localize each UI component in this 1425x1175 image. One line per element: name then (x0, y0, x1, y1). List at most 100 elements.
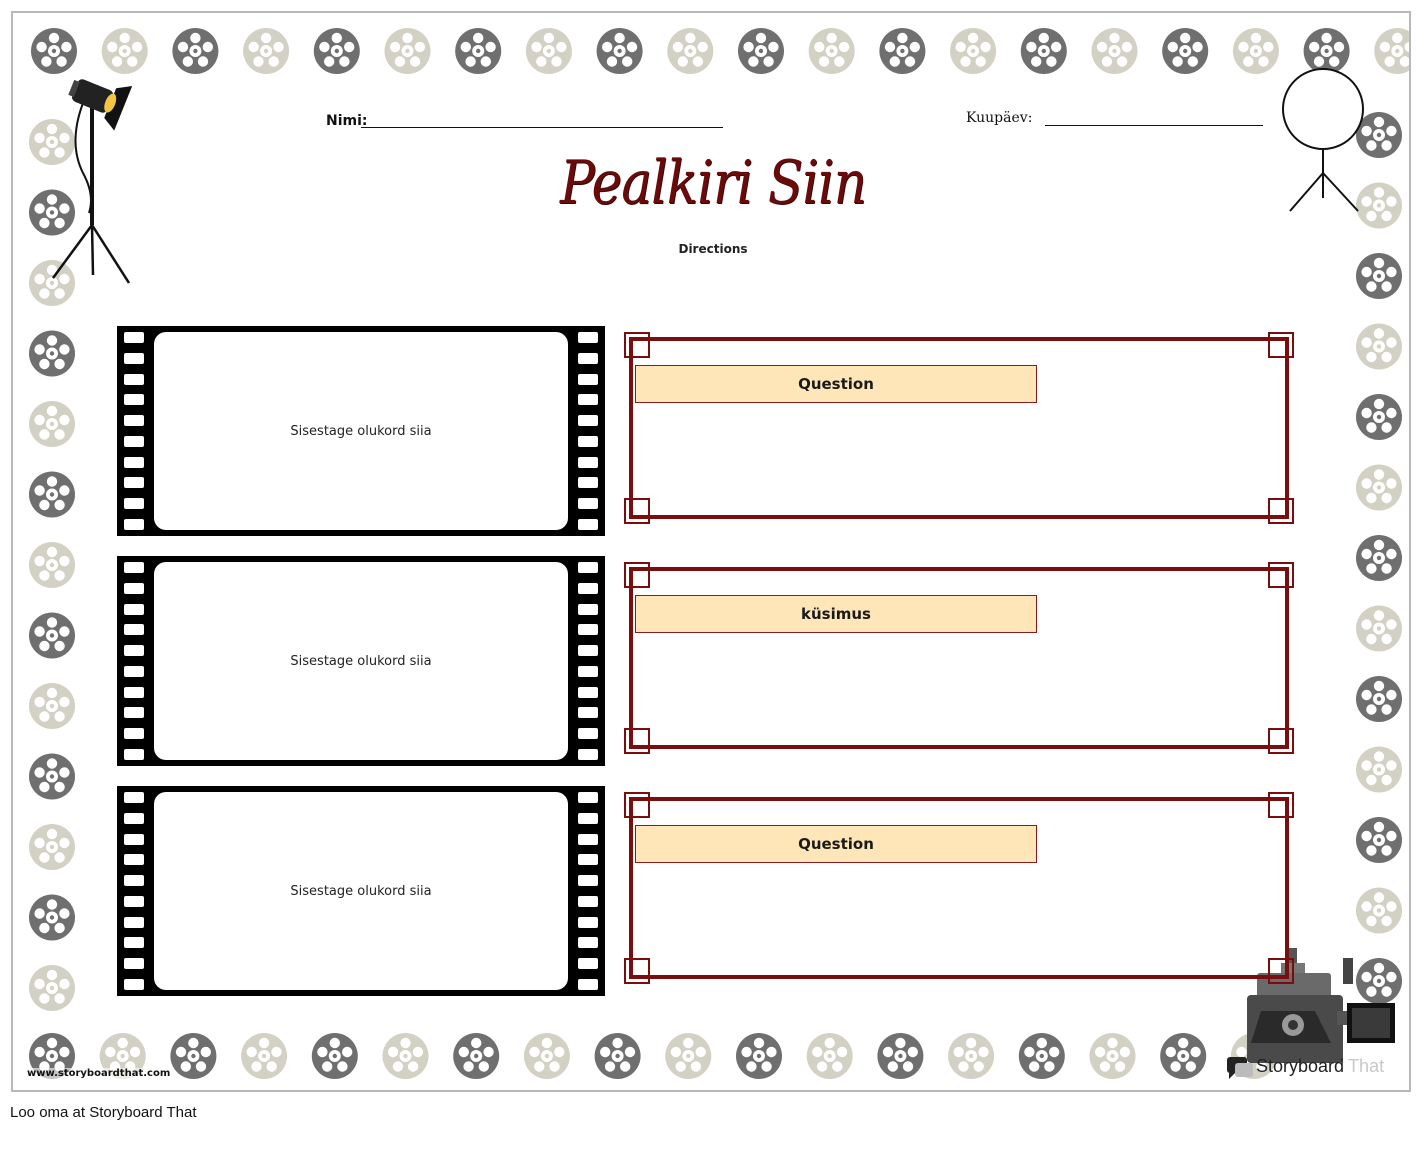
question-label-3[interactable]: Question (635, 825, 1037, 863)
film-reel-icon (879, 28, 926, 74)
answer-box-2[interactable]: küsimus (624, 562, 1294, 754)
film-reel-icon (243, 28, 290, 74)
film-frame-3: Sisestage olukord siia (117, 786, 605, 996)
film-frame-1: Sisestage olukord siia (117, 326, 605, 536)
film-perforation (124, 812, 144, 824)
corner-ornament (1268, 792, 1294, 818)
film-reel-icon (29, 824, 75, 870)
right-reel-border (1356, 112, 1402, 1004)
film-perforation (124, 562, 144, 573)
film-perforation (578, 624, 598, 636)
film-perforation (578, 916, 598, 928)
film-reel-icon (1162, 28, 1209, 74)
answer-box-1[interactable]: Question (624, 332, 1294, 524)
film-perforation (124, 665, 144, 677)
film-perforations-left (124, 562, 144, 760)
film-perforation (578, 477, 598, 489)
film-reel-icon (1356, 605, 1402, 652)
film-perforation (124, 624, 144, 636)
question-label-2[interactable]: küsimus (635, 595, 1037, 633)
film-perforation (124, 582, 144, 594)
film-perforation (578, 748, 598, 760)
film-perforation (124, 645, 144, 657)
scene-text-3[interactable]: Sisestage olukord siia (154, 792, 568, 990)
film-reel-icon (1374, 28, 1409, 74)
film-perforation (124, 875, 144, 887)
film-perforation (124, 978, 144, 990)
film-reel-icon (525, 28, 572, 74)
film-perforation (124, 373, 144, 385)
film-perforation (124, 707, 144, 719)
date-field[interactable] (1045, 125, 1263, 126)
film-perforation (124, 435, 144, 447)
film-perforation (578, 518, 598, 530)
film-reel-icon (29, 119, 75, 165)
film-perforation (124, 895, 144, 907)
film-reel-icon (1303, 28, 1350, 74)
name-field[interactable] (361, 127, 723, 128)
website-url: www.storyboardthat.com (27, 1068, 171, 1079)
directions-text[interactable]: Directions (678, 242, 748, 256)
film-reel-icon (29, 189, 75, 236)
film-perforation (124, 833, 144, 845)
film-reel-icon (596, 28, 643, 74)
film-perforation (578, 352, 598, 364)
film-perforation (124, 854, 144, 866)
film-perforation (578, 728, 598, 740)
film-reel-icon (170, 1033, 217, 1079)
film-perforation (578, 833, 598, 845)
film-perforation (578, 498, 598, 510)
film-perforation (578, 854, 598, 866)
date-label: Kuupäev: (966, 110, 1033, 126)
film-perforation (578, 812, 598, 824)
film-perforations-right (578, 792, 598, 990)
film-reel-icon (1356, 464, 1402, 511)
question-label-1[interactable]: Question (635, 365, 1037, 403)
film-perforations-left (124, 792, 144, 990)
film-reel-icon (453, 1033, 500, 1079)
film-reel-icon (313, 28, 360, 74)
footer-link[interactable]: Loo oma at Storyboard That (10, 1104, 197, 1121)
corner-ornament (1268, 498, 1294, 524)
film-perforation (578, 394, 598, 406)
left-reel-border (29, 119, 75, 1011)
film-reel-icon (1018, 1033, 1065, 1079)
film-reel-icon (1020, 28, 1067, 74)
film-reel-icon (1356, 323, 1402, 370)
scene-text-1[interactable]: Sisestage olukord siia (154, 332, 568, 530)
film-perforation (578, 958, 598, 970)
film-perforation (124, 728, 144, 740)
film-perforation (578, 456, 598, 468)
film-perforation (578, 603, 598, 615)
corner-ornament (624, 332, 650, 358)
page-title[interactable]: Pealkiri Siin (560, 148, 867, 218)
film-reel-icon (1356, 394, 1402, 440)
film-reel-icon (738, 28, 784, 74)
film-perforation (124, 352, 144, 364)
film-reel-icon (1232, 28, 1279, 74)
film-reel-icon (29, 965, 75, 1011)
film-reel-icon (667, 28, 714, 74)
film-perforation (124, 937, 144, 949)
spotlight-icon (51, 79, 133, 284)
film-reel-icon (384, 28, 431, 74)
film-reel-icon (29, 753, 75, 800)
film-perforation (124, 456, 144, 468)
film-perforation (124, 792, 144, 803)
scene-text-2[interactable]: Sisestage olukord siia (154, 562, 568, 760)
film-reel-icon (31, 28, 77, 74)
corner-ornament (624, 958, 650, 984)
answer-box-3[interactable]: Question (624, 792, 1294, 984)
corner-ornament (1268, 728, 1294, 754)
film-reel-icon (29, 471, 75, 518)
brand-part-1: Storyboard (1256, 1056, 1345, 1076)
film-reel-icon (948, 1033, 995, 1079)
corner-ornament (624, 498, 650, 524)
corner-ornament (624, 792, 650, 818)
film-perforation (124, 916, 144, 928)
film-perforation (578, 415, 598, 427)
film-reel-icon (1091, 28, 1138, 74)
film-reel-icon (736, 1033, 782, 1079)
film-reel-icon (594, 1033, 641, 1079)
film-reel-icon (1160, 1033, 1207, 1079)
